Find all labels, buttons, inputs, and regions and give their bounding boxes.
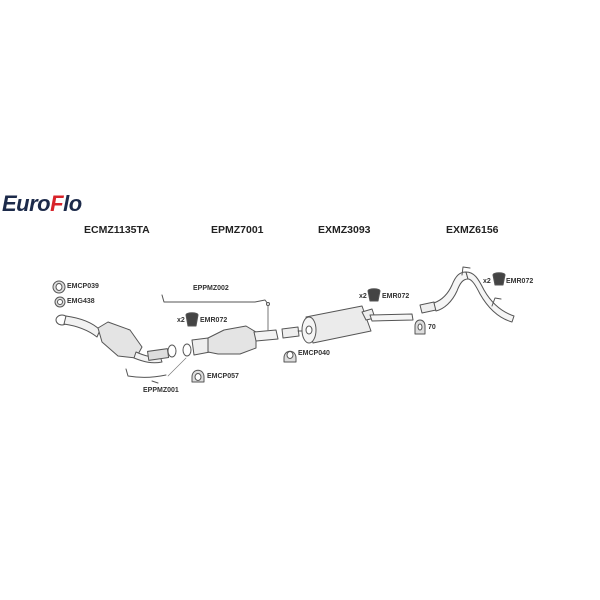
clamp-icon	[191, 369, 205, 383]
euroflo-logo: EuroFlo	[2, 191, 82, 217]
part-label-emr072-centre[interactable]: EMR072	[382, 293, 410, 300]
qty-emr072-centre: x2	[359, 293, 367, 300]
qty-emr072-front: x2	[177, 317, 185, 324]
part-label-emcp040[interactable]: EMCP040	[298, 350, 330, 357]
catalytic-converter-drawing	[55, 314, 177, 364]
logo-text-f: F	[50, 191, 64, 216]
section-title-centre-silencer[interactable]: EXMZ3093	[318, 224, 371, 236]
part-label-eppmz001[interactable]: EPPMZ001	[143, 387, 179, 394]
part-label-u-bolt-70[interactable]: 70	[428, 324, 436, 331]
part-label-emcp039[interactable]: EMCP039	[67, 283, 99, 290]
centre-silencer-drawing	[281, 305, 414, 344]
part-label-emr072-tail[interactable]: EMR072	[506, 278, 534, 285]
logo-text-euro: Euro	[2, 191, 51, 216]
u-bolt-icon	[414, 319, 426, 335]
front-pipe-drawing	[182, 325, 279, 357]
section-title-catalyst[interactable]: ECMZ1135TA	[84, 224, 150, 236]
gasket-icon	[54, 296, 66, 308]
logo-text-lo: lo	[63, 191, 82, 216]
clamp-icon	[52, 280, 66, 294]
part-label-emcp057[interactable]: EMCP057	[207, 373, 239, 380]
part-label-eppmz002[interactable]: EPPMZ002	[193, 285, 229, 292]
section-title-front-pipe[interactable]: EPMZ7001	[211, 224, 264, 236]
qty-emr072-tail: x2	[483, 278, 491, 285]
part-label-emr072-front[interactable]: EMR072	[200, 317, 228, 324]
clamp-icon	[283, 350, 297, 363]
part-label-emg438[interactable]: EMG438	[67, 298, 95, 305]
section-title-tail-pipe[interactable]: EXMZ6156	[446, 224, 499, 236]
tail-pipe-drawing	[419, 266, 515, 323]
